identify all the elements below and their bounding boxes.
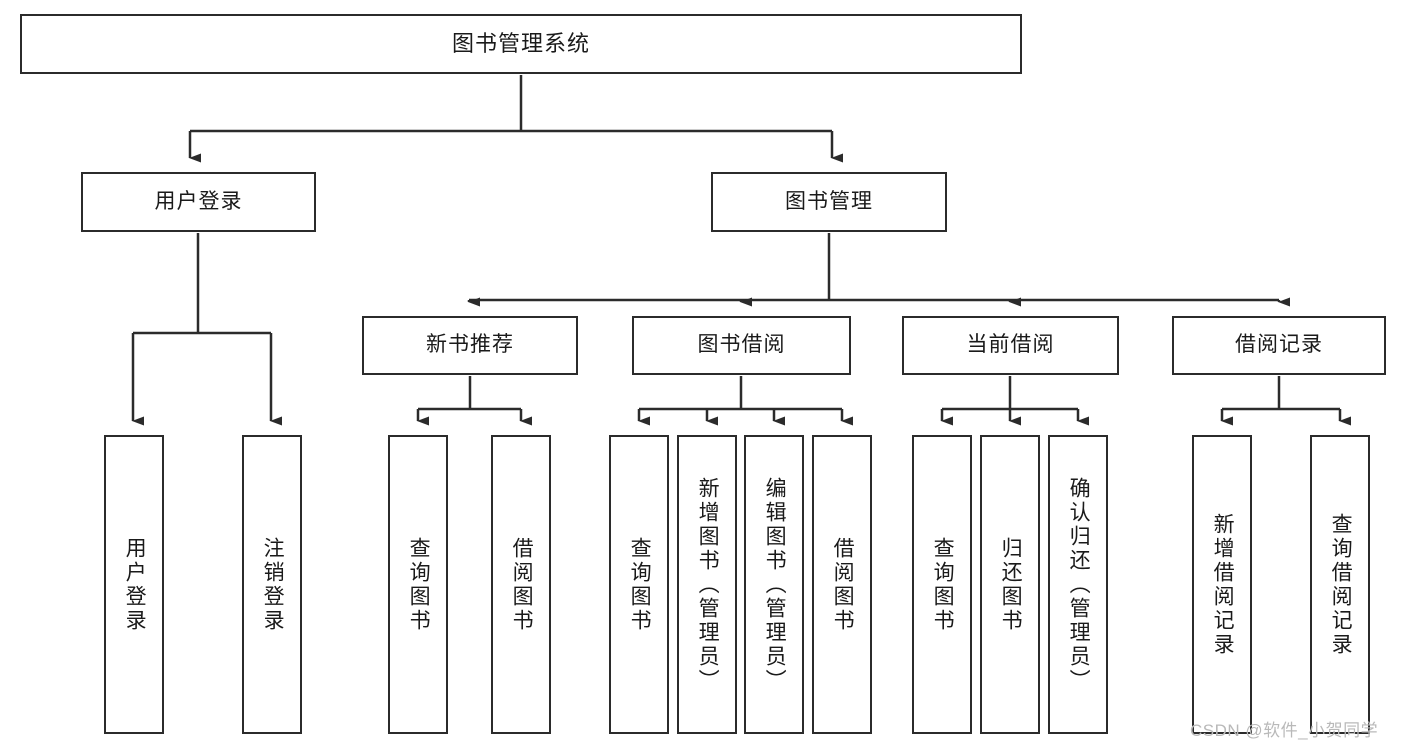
node-label: 借阅记录 bbox=[1235, 333, 1323, 357]
leaf-new-book-borrow-book[interactable]: 借阅图书 bbox=[491, 435, 551, 734]
node-label: 注销登录 bbox=[261, 536, 285, 633]
node-label: 借阅图书 bbox=[831, 536, 855, 633]
node-label: 查询图书 bbox=[628, 536, 652, 633]
node-label: 图书管理系统 bbox=[451, 31, 590, 57]
node-label: 查询图书 bbox=[407, 536, 431, 633]
node-label: 图书借阅 bbox=[697, 333, 786, 357]
node-book-borrow[interactable]: 图书借阅 bbox=[632, 316, 851, 375]
leaf-borrow-edit-book-admin[interactable]: 编辑图书（管理员） bbox=[744, 435, 804, 734]
node-root-book-management-system[interactable]: 图书管理系统 bbox=[20, 14, 1022, 74]
leaf-borrow-query-book[interactable]: 查询图书 bbox=[609, 435, 669, 734]
node-label: 图书管理 bbox=[785, 189, 873, 213]
node-label: 新增借阅记录 bbox=[1211, 512, 1235, 657]
leaf-borrow-borrow-book[interactable]: 借阅图书 bbox=[812, 435, 872, 734]
leaf-borrow-add-book-admin[interactable]: 新增图书（管理员） bbox=[677, 435, 737, 734]
leaf-record-query-record[interactable]: 查询借阅记录 bbox=[1310, 435, 1370, 734]
node-label: 借阅图书 bbox=[510, 536, 534, 633]
node-label: 确认归还（管理员） bbox=[1067, 476, 1091, 693]
node-borrow-record[interactable]: 借阅记录 bbox=[1172, 316, 1386, 375]
leaf-new-book-query-book[interactable]: 查询图书 bbox=[388, 435, 448, 734]
leaf-record-add-record[interactable]: 新增借阅记录 bbox=[1192, 435, 1252, 734]
leaf-current-return-book[interactable]: 归还图书 bbox=[980, 435, 1040, 734]
node-label: 查询图书 bbox=[931, 536, 955, 633]
node-label: 用户登录 bbox=[154, 189, 243, 213]
csdn-watermark: CSDN @软件_小贺同学 bbox=[1190, 721, 1379, 740]
node-label: 当前借阅 bbox=[966, 333, 1055, 357]
node-label: 用户登录 bbox=[123, 536, 147, 633]
node-label: 新增图书（管理员） bbox=[696, 476, 720, 693]
leaf-user-login-login[interactable]: 用户登录 bbox=[104, 435, 164, 734]
node-label: 编辑图书（管理员） bbox=[763, 476, 787, 693]
node-new-book-recommend[interactable]: 新书推荐 bbox=[362, 316, 578, 375]
node-label: 查询借阅记录 bbox=[1329, 512, 1353, 657]
leaf-current-query-book[interactable]: 查询图书 bbox=[912, 435, 972, 734]
leaf-user-login-logout[interactable]: 注销登录 bbox=[242, 435, 302, 734]
node-book-management[interactable]: 图书管理 bbox=[711, 172, 947, 232]
node-label: 归还图书 bbox=[999, 536, 1023, 633]
node-label: 新书推荐 bbox=[426, 333, 514, 357]
node-current-borrow[interactable]: 当前借阅 bbox=[902, 316, 1119, 375]
node-user-login[interactable]: 用户登录 bbox=[81, 172, 316, 232]
leaf-current-confirm-return-admin[interactable]: 确认归还（管理员） bbox=[1048, 435, 1108, 734]
